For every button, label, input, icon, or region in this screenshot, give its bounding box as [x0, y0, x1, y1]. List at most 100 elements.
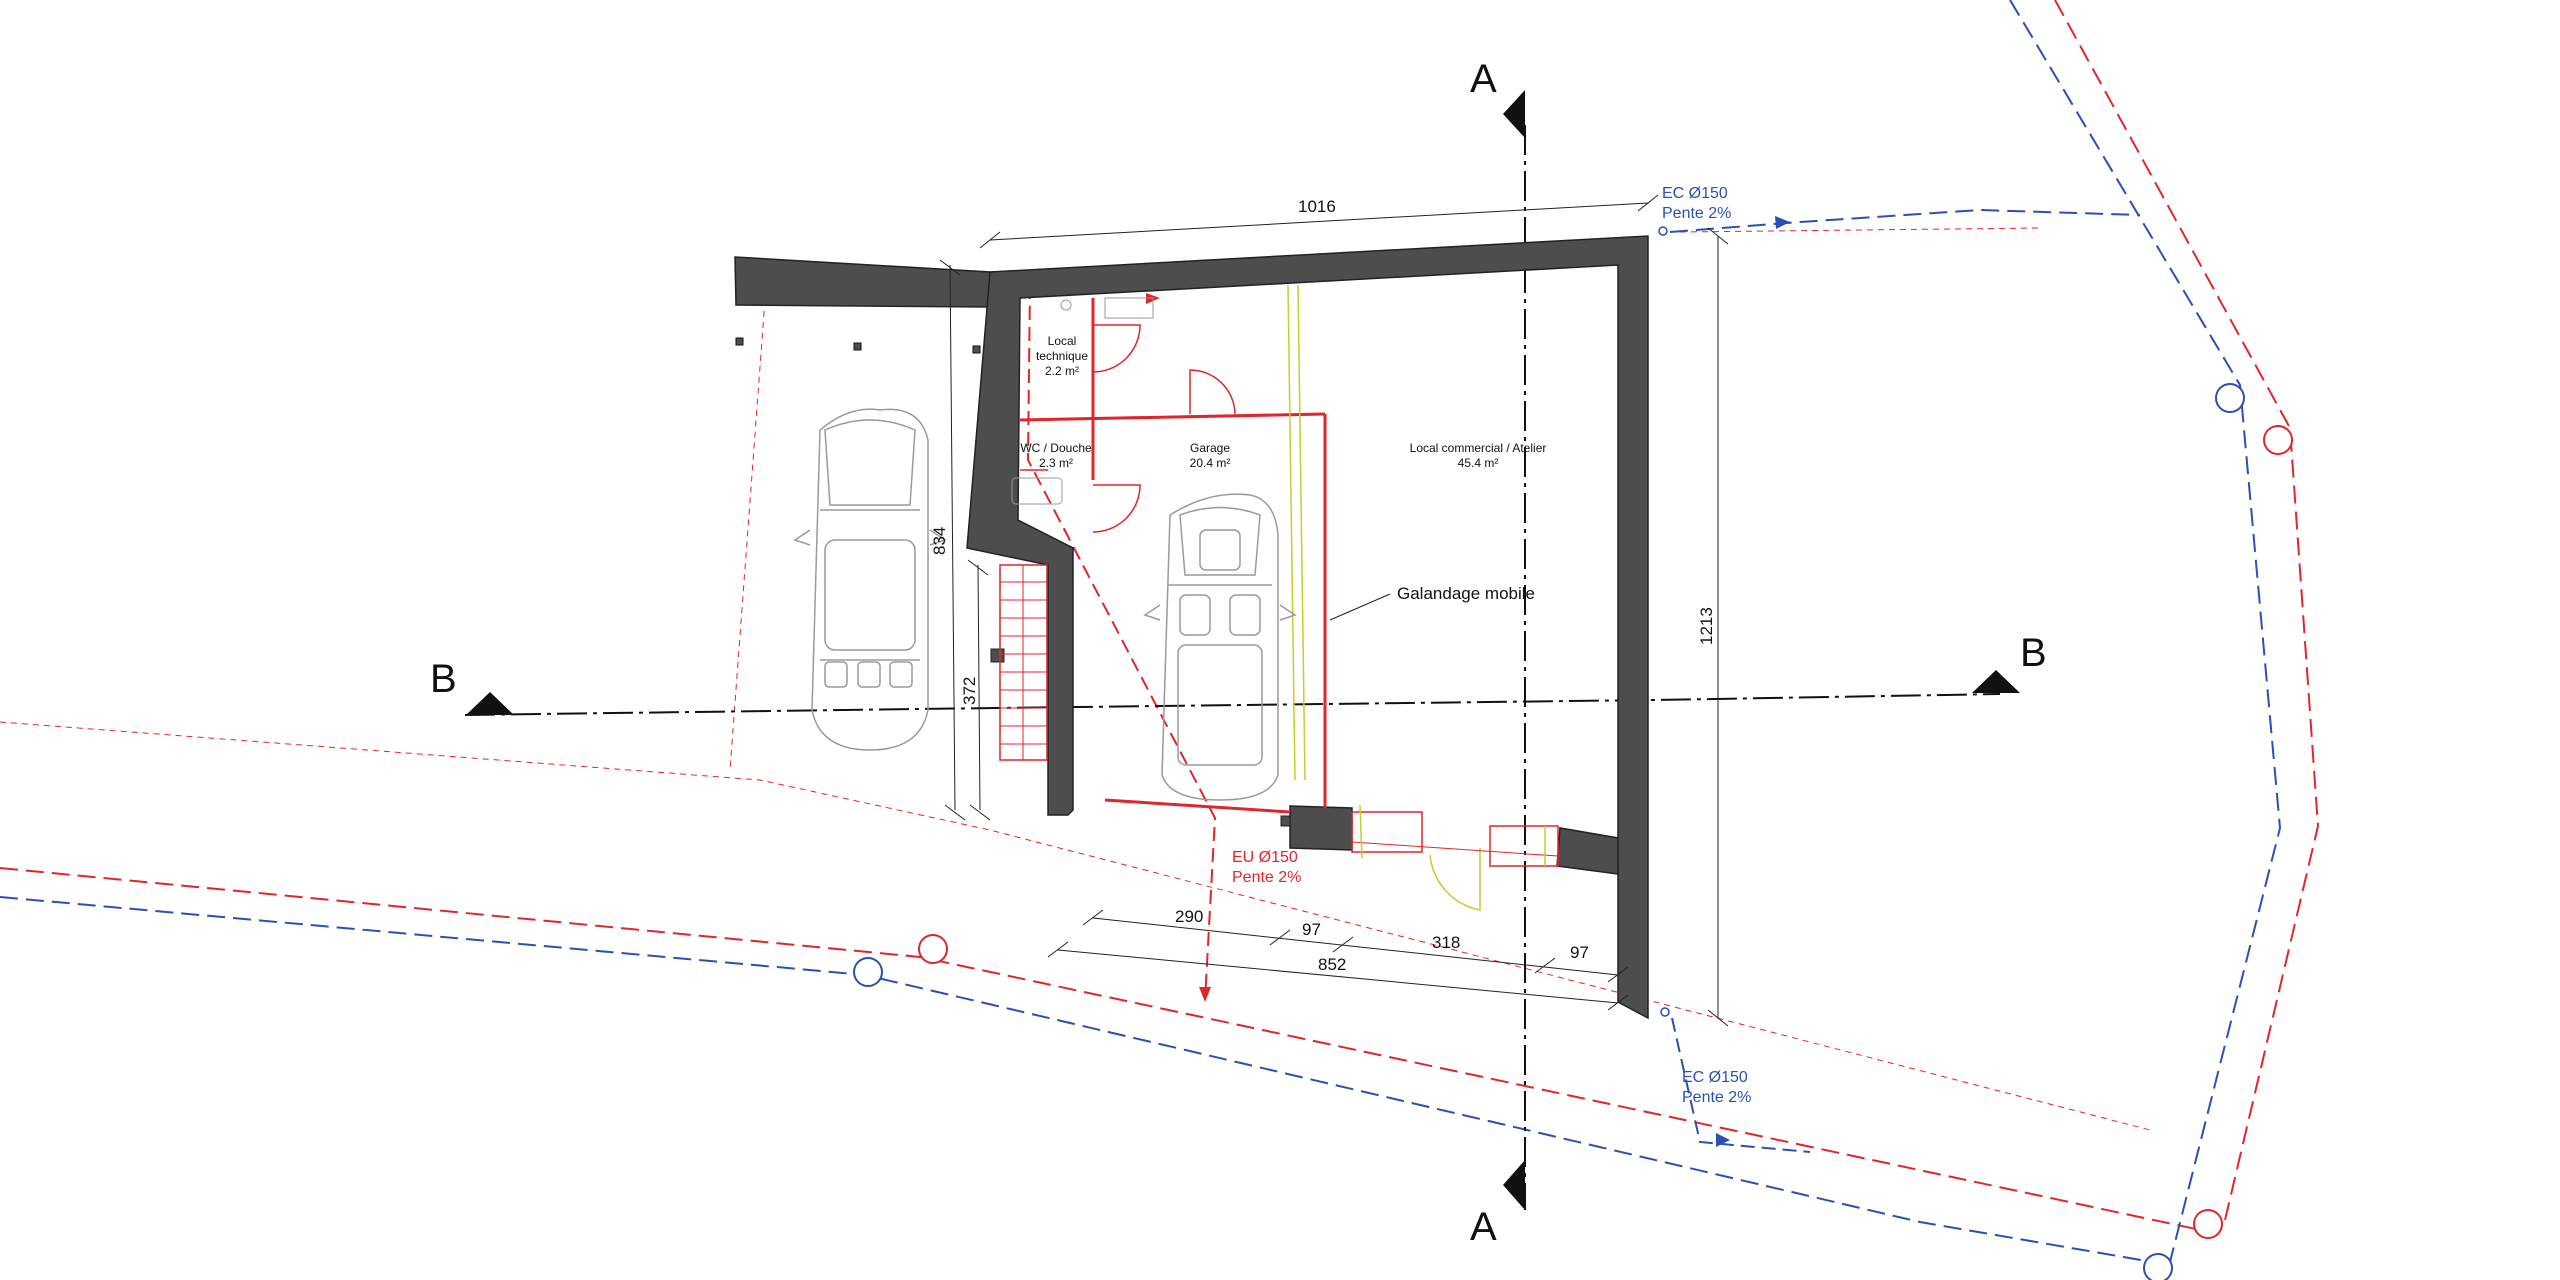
manhole-circle-icon	[2143, 1253, 2173, 1280]
dim-stair-372	[977, 564, 981, 811]
car-mirror	[929, 529, 947, 546]
wall-post	[990, 648, 1005, 663]
door-swing-icon	[1189, 369, 1236, 415]
partition-horizontal	[1019, 412, 1326, 422]
car-seat	[1179, 594, 1211, 636]
flow-arrow-icon	[1716, 1133, 1730, 1147]
car-hood	[1179, 506, 1261, 576]
car-mirror	[1143, 604, 1161, 621]
section-label-b-left: B	[430, 657, 457, 701]
dim-tick	[1607, 966, 1629, 983]
car-roof	[824, 539, 916, 651]
room-local-technique-name2: technique	[1036, 349, 1088, 363]
dim-tick	[979, 231, 1001, 249]
car-hood	[824, 419, 916, 506]
galandage-tracks	[1287, 284, 1546, 866]
ec-bottom-label: EC Ø150	[1682, 1069, 1748, 1086]
car-body	[811, 408, 929, 751]
car-roof	[1177, 644, 1263, 766]
equipment	[1104, 297, 1154, 319]
dim-tick	[1269, 929, 1291, 946]
dim-bottom-row1	[1092, 917, 1619, 976]
section-arrow-icon	[1972, 670, 2020, 693]
manhole-circle-icon	[2193, 1209, 2223, 1239]
section-lines: A A B B	[430, 57, 2047, 1249]
dim-top-width: 1016	[1298, 197, 1336, 216]
ec-top-branch	[1669, 208, 2141, 233]
track-line	[1297, 284, 1306, 781]
dim-top	[989, 202, 1649, 241]
section-line-b	[464, 693, 2001, 716]
building-walls	[734, 235, 1649, 1020]
dim-tick	[1332, 936, 1354, 953]
track-line	[1359, 804, 1363, 859]
pipe-node	[1660, 1007, 1670, 1017]
room-wc-name: WC / Douche	[1020, 441, 1092, 455]
window-bay-right	[1489, 825, 1559, 867]
sink	[1011, 477, 1063, 505]
dim-tick	[1082, 909, 1104, 926]
eu-building-branch	[1026, 284, 1217, 1001]
ec-bottom-branch	[1671, 1017, 1811, 1153]
property-line-top	[1679, 227, 2041, 233]
dim-bottom-290: 290	[1175, 907, 1203, 926]
galandage-leader	[1329, 593, 1391, 621]
section-label-a-top: A	[1470, 57, 1497, 101]
door-swing-icon	[1092, 324, 1141, 373]
car-mirror	[793, 529, 811, 546]
property-line-left	[729, 299, 766, 771]
dim-bottom-852: 852	[1318, 955, 1346, 974]
site-lines	[0, 227, 2151, 1131]
fixtures	[1011, 297, 1154, 505]
wall-main-shell	[966, 235, 1649, 1020]
ec-main-line	[0, 896, 2171, 1266]
room-garage-area: 20.4 m²	[1190, 456, 1231, 470]
car-seat	[824, 661, 848, 688]
glazing-line	[1351, 841, 1559, 857]
property-line-lower	[0, 721, 2151, 1131]
marker-post	[972, 345, 981, 354]
eu-label: EU Ø150	[1232, 849, 1298, 866]
manhole-circle-icon	[2215, 383, 2245, 413]
car-seat	[1229, 594, 1261, 636]
ec-top-slope: Pente 2%	[1662, 205, 1731, 222]
flow-arrow-icon	[1775, 216, 1790, 229]
manhole-circle-icon	[918, 934, 948, 964]
door-swing-icon	[1429, 848, 1481, 911]
dim-tick	[939, 259, 961, 276]
eu-main-line	[0, 867, 2211, 1233]
marker-post	[853, 342, 862, 351]
section-arrow-icon	[1503, 90, 1525, 138]
dim-tick	[1707, 227, 1729, 245]
dim-tick	[1534, 957, 1556, 974]
car-body	[1161, 493, 1279, 801]
wall-bottom-pier-right	[1556, 827, 1619, 875]
room-commercial-name: Local commercial / Atelier	[1410, 441, 1547, 455]
dim-tick	[1607, 994, 1629, 1011]
section-arrow-icon	[466, 692, 514, 715]
car-seat	[857, 661, 881, 688]
car-seat	[889, 661, 913, 688]
room-commercial-area: 45.4 m²	[1458, 456, 1499, 470]
car-topview-icon	[793, 408, 947, 751]
dim-stair-height: 372	[960, 677, 979, 705]
room-local-technique-name1: Local	[1048, 334, 1077, 348]
manhole-circle-icon	[853, 957, 883, 987]
eu-slope: Pente 2%	[1232, 869, 1301, 886]
partition-garage-bottom	[1104, 798, 1291, 814]
dim-tick	[967, 559, 989, 576]
dim-bottom-97b: 97	[1570, 943, 1589, 962]
car-windshield	[1199, 529, 1241, 571]
pipe-network	[0, 0, 2320, 1280]
dim-tick	[1707, 1009, 1729, 1027]
wall-post	[1280, 815, 1291, 827]
dim-right-height: 1213	[1697, 607, 1716, 645]
dim-tick	[1637, 194, 1659, 212]
galandage-label: Galandage mobile	[1397, 584, 1535, 603]
wall-bottom-pier-left	[1289, 805, 1353, 851]
room-garage-name: Garage	[1190, 441, 1230, 455]
flow-arrow-icon	[1199, 987, 1211, 1002]
dim-left-834	[949, 264, 956, 811]
dim-tick	[1047, 941, 1069, 958]
